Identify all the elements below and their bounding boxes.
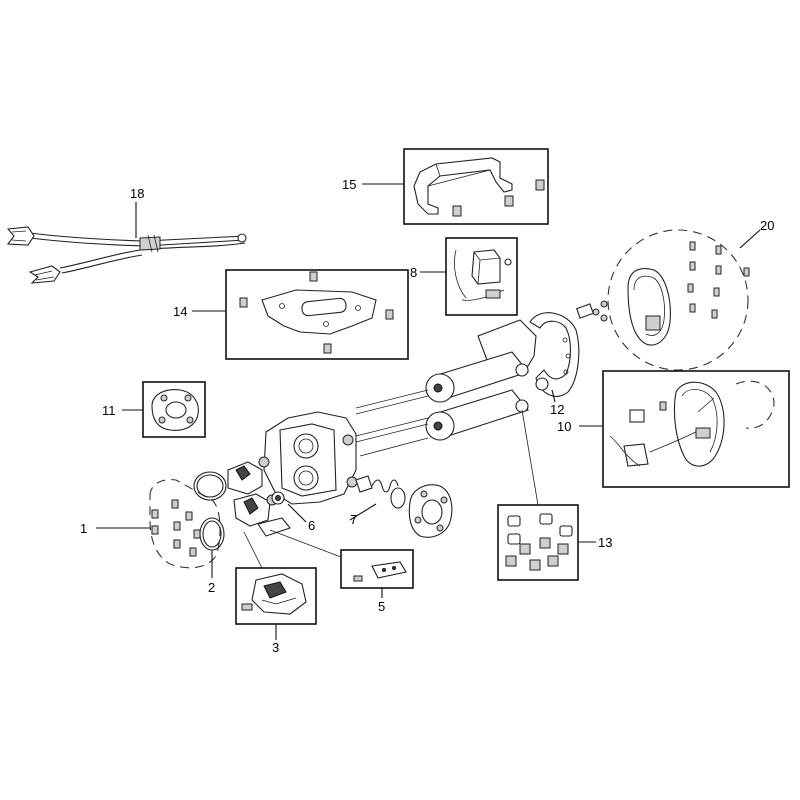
- gasket: [529, 312, 580, 397]
- callout-18: 18: [130, 186, 144, 201]
- solenoid-switch: [454, 249, 512, 301]
- relief-spring: [355, 475, 406, 509]
- motor-lower: [425, 389, 529, 441]
- callout-7: 7: [350, 512, 357, 527]
- seal-washer: [271, 491, 285, 505]
- mounting-plate: [239, 271, 394, 354]
- end-cover: [627, 241, 750, 346]
- callout-5: 5: [378, 599, 385, 614]
- callout-1: 1: [80, 521, 87, 536]
- pump-cover-bolts: [151, 499, 201, 557]
- assembly-line-3: [243, 531, 263, 569]
- pump-housing: [258, 411, 358, 505]
- callout-15: 15: [342, 177, 356, 192]
- motor-assembly: [355, 319, 549, 457]
- callout-10: 10: [557, 419, 571, 434]
- cover-with-switch: [609, 380, 775, 467]
- mounting-bracket: [413, 157, 545, 217]
- assembly-line-13: [521, 409, 539, 506]
- callout-3: 3: [272, 640, 279, 655]
- detail-outline-1: [149, 479, 221, 569]
- cover-screws: [687, 241, 750, 319]
- pump-rotors: [227, 461, 291, 537]
- o-rings: [193, 471, 227, 551]
- callout-8: 8: [410, 265, 417, 280]
- motor-upper: [425, 351, 529, 403]
- impeller-gear: [241, 573, 307, 615]
- terminal-hardware: [576, 300, 608, 322]
- shaft-key: [353, 561, 407, 582]
- assembly-line-5: [269, 529, 355, 563]
- battery-clamp-bottom: [28, 265, 61, 284]
- callout-13: 13: [598, 535, 612, 550]
- detail-circle-20: [607, 229, 749, 371]
- motor-brushes: [505, 513, 573, 571]
- flange: [151, 389, 199, 431]
- callout-11: 11: [102, 403, 116, 418]
- callout-2: 2: [208, 580, 215, 595]
- battery-clamp-top: [6, 226, 35, 246]
- adapter-flange: [408, 484, 453, 538]
- callout-6: 6: [308, 518, 315, 533]
- callout-20: 20: [760, 218, 774, 233]
- callout-12: 12: [550, 402, 564, 417]
- battery-cable-assembly: [6, 226, 247, 284]
- callout-14: 14: [173, 304, 187, 319]
